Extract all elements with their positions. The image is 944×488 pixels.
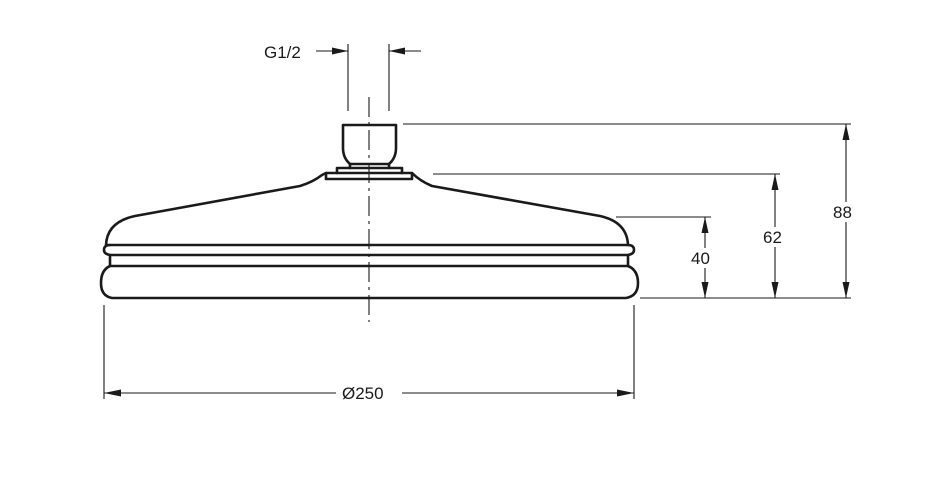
thread-dimension: G1/2 [264,43,421,111]
height-dimension-88: 88 [830,124,862,298]
height-dimension-62: 62 [760,174,792,298]
diameter-label: Ø250 [342,384,384,403]
height-label-40: 40 [691,249,710,268]
height-extension-lines [403,123,851,299]
height-dimension-40: 40 [688,217,720,298]
diameter-dimension: Ø250 [103,305,635,403]
height-label-62: 62 [763,228,782,247]
height-label-88: 88 [833,203,852,222]
thread-label: G1/2 [264,43,301,62]
